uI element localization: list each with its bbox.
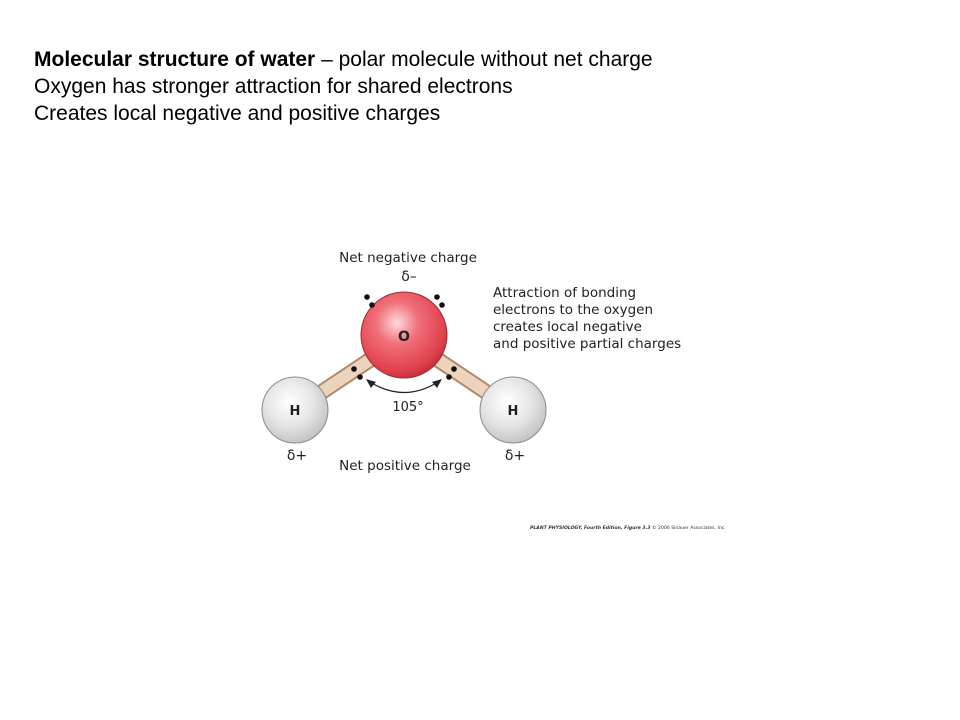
bullet-line-1: Molecular structure of water – polar mol…: [34, 46, 653, 73]
annotation-text: Attraction of bonding electrons to the o…: [493, 285, 681, 352]
bullet-line-3: Creates local negative and positive char…: [34, 102, 441, 125]
lone-pair-left: [364, 294, 375, 308]
bond-angle-label: 105°: [392, 400, 423, 415]
hydrogen-right-label: H: [508, 404, 519, 419]
hydrogen-atom-right: [479, 376, 547, 444]
figure-credit: PLANT PHYSIOLOGY, Fourth Edition, Figure…: [530, 524, 726, 531]
annotation-line-3: creates local negative: [493, 319, 642, 335]
bullet-line-1-bold: Molecular structure of water: [34, 48, 316, 71]
hydrogen-left-label: H: [290, 404, 301, 419]
figure-credit-rest: © 2006 Sinauer Associates, Inc.: [651, 524, 726, 531]
delta-minus-label: δ–: [401, 269, 417, 285]
hydrogen-atom-left: [261, 376, 329, 444]
annotation-line-2: electrons to the oxygen: [493, 302, 653, 318]
net-positive-label: Net positive charge: [339, 458, 471, 474]
bullet-line-1-rest: – polar molecule without net charge: [315, 48, 653, 71]
bonding-electrons-left: [351, 366, 363, 380]
net-negative-label: Net negative charge: [339, 250, 477, 266]
bond-angle-arc: [366, 379, 442, 394]
bonding-electrons-right: [446, 366, 457, 380]
delta-plus-left-label: δ+: [287, 448, 307, 464]
annotation-line-4: and positive partial charges: [493, 336, 681, 352]
bullet-line-2: Oxygen has stronger attraction for share…: [34, 75, 513, 98]
annotation-line-1: Attraction of bonding: [493, 285, 636, 301]
slide-text: Molecular structure of water – polar mol…: [34, 46, 653, 127]
figure-credit-bold: PLANT PHYSIOLOGY, Fourth Edition, Figure…: [530, 525, 651, 531]
oxygen-atom: [360, 291, 448, 379]
delta-plus-right-label: δ+: [505, 448, 525, 464]
lone-pair-right: [434, 294, 445, 308]
oxygen-label: O: [398, 329, 410, 345]
